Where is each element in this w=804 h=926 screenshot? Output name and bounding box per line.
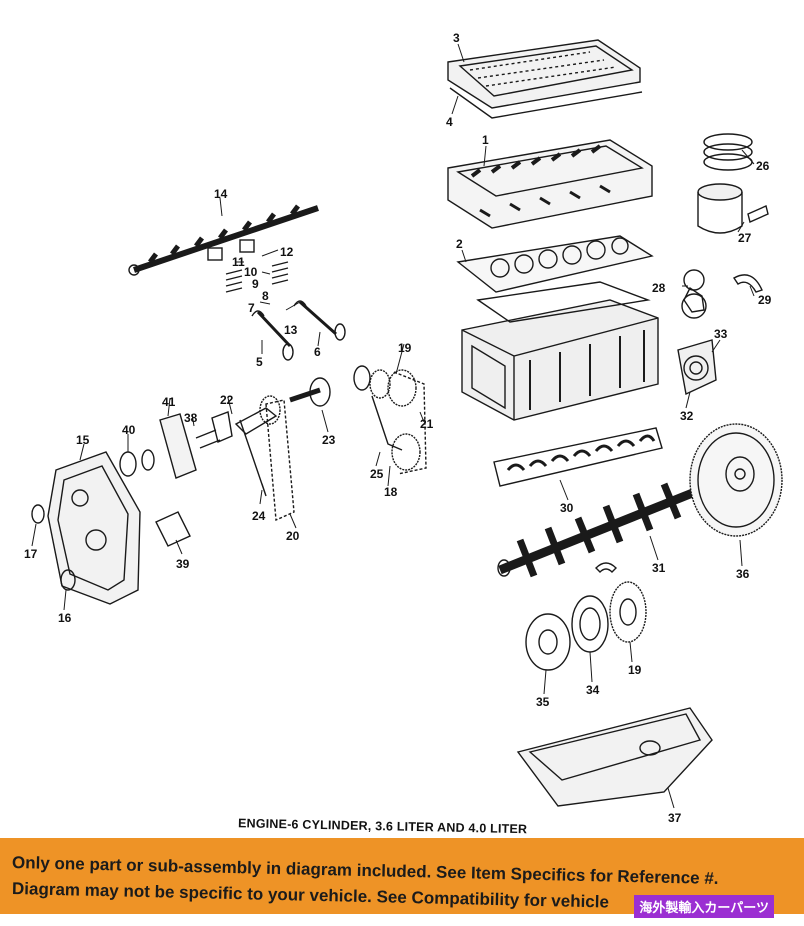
callout-1: 1	[482, 133, 489, 147]
callout-19: 19	[398, 341, 412, 355]
callout-2: 2	[456, 237, 463, 251]
engine-block	[461, 281, 659, 421]
callout-23: 23	[322, 433, 336, 447]
callout-8: 8	[262, 289, 269, 303]
connecting-rod	[681, 269, 707, 319]
valve-train	[207, 239, 346, 361]
callout-17: 17	[24, 547, 38, 561]
callout-38: 38	[184, 411, 198, 425]
callout-25: 25	[370, 467, 384, 481]
rod-bearing	[732, 274, 763, 293]
callout-7: 7	[248, 301, 255, 315]
callout-35: 35	[536, 695, 550, 709]
front-seal	[31, 504, 45, 524]
callout-26: 26	[756, 159, 770, 173]
callout-39: 39	[176, 557, 190, 571]
camshaft	[128, 204, 319, 276]
callout-6: 6	[314, 345, 321, 359]
callout-31: 31	[652, 561, 666, 575]
head-gasket	[456, 235, 654, 293]
callout-leaders	[31, 43, 755, 809]
piston	[697, 183, 769, 234]
callout-30: 30	[560, 501, 574, 515]
callout-12: 12	[280, 245, 294, 259]
callout-22: 22	[220, 393, 234, 407]
callout-40: 40	[122, 423, 136, 437]
crank-pulleys	[525, 581, 647, 671]
callout-24: 24	[252, 509, 266, 523]
callout-15: 15	[76, 433, 90, 447]
callout-41: 41	[162, 395, 176, 409]
callout-10: 10	[244, 265, 258, 279]
callout-33: 33	[714, 327, 728, 341]
flywheel	[689, 423, 783, 537]
thrust-bearing	[595, 562, 617, 573]
rear-seal-housing	[677, 339, 717, 396]
crank-seal	[60, 569, 76, 591]
callout-16: 16	[58, 611, 72, 625]
callout-19-lower: 19	[628, 663, 642, 677]
oil-pan	[516, 707, 713, 807]
crankshaft	[497, 482, 702, 578]
callout-9: 9	[252, 277, 259, 291]
callout-20: 20	[286, 529, 300, 543]
callout-36: 36	[736, 567, 750, 581]
callout-3: 3	[453, 31, 460, 45]
callout-29: 29	[758, 293, 772, 307]
callout-4: 4	[446, 115, 453, 129]
disclaimer-banner: Only one part or sub-assembly in diagram…	[0, 838, 804, 918]
callout-5: 5	[256, 355, 263, 369]
engine-exploded-diagram: 3 4 1 2 26 27 28 29 33 32 30 31 36 35 34…	[24, 31, 783, 825]
callout-37: 37	[668, 811, 682, 825]
callout-21: 21	[420, 417, 434, 431]
piston-rings	[703, 133, 753, 171]
main-bearings	[493, 427, 663, 487]
callout-13: 13	[284, 323, 298, 337]
timing-cover	[47, 451, 141, 605]
valve-cover	[447, 39, 643, 119]
bracket	[155, 511, 191, 547]
cylinder-head	[447, 139, 653, 229]
callout-28: 28	[652, 281, 666, 295]
shop-badge: 海外製輸入カーパーツ	[634, 895, 774, 918]
oil-pump	[119, 411, 233, 479]
callout-11: 11	[232, 255, 245, 269]
callout-34: 34	[586, 683, 600, 697]
callout-14: 14	[214, 187, 228, 201]
callout-32: 32	[680, 409, 694, 423]
callout-18: 18	[384, 485, 398, 499]
upper-timing-chain	[353, 365, 427, 475]
lower-timing-chain	[234, 377, 331, 522]
callout-27: 27	[738, 231, 752, 245]
